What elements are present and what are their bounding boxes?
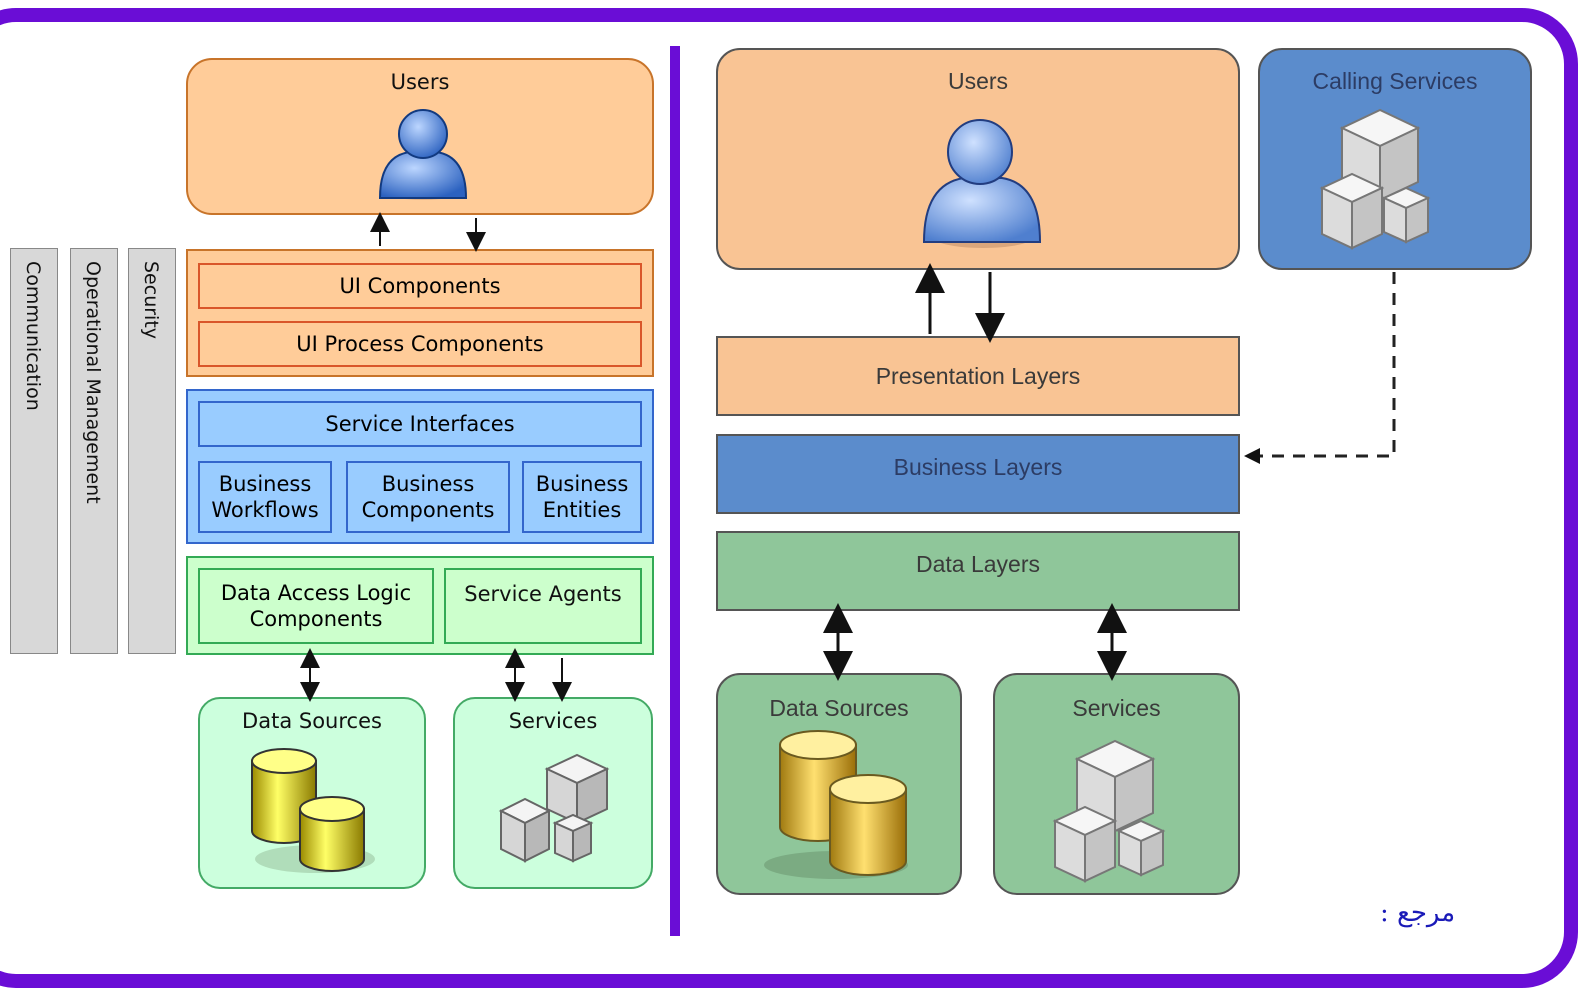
business-workflows-label: Business Workflows bbox=[211, 471, 319, 522]
ui-process-components-box: UI Process Components bbox=[198, 321, 642, 367]
data-layer: Data Access Logic Components Service Age… bbox=[186, 556, 654, 655]
business-workflows-box: Business Workflows bbox=[198, 461, 332, 533]
center-divider bbox=[670, 46, 680, 936]
side-bar-security: Security bbox=[128, 248, 176, 654]
data-layers-label: Data Layers bbox=[915, 551, 1040, 577]
users-box: Users bbox=[186, 58, 654, 215]
ui-layer: UI Components UI Process Components bbox=[186, 249, 654, 377]
reference-label: مرجع : bbox=[1380, 898, 1456, 928]
data-sources-label: Data Sources bbox=[242, 709, 382, 733]
right-services-box: Services bbox=[993, 673, 1240, 895]
right-data-sources-label: Data Sources bbox=[769, 695, 909, 721]
ui-components-label: UI Components bbox=[339, 273, 501, 298]
services-box: Services bbox=[453, 697, 653, 889]
cube-icon bbox=[498, 753, 610, 863]
side-bar-label: Security bbox=[140, 261, 162, 340]
user-icon bbox=[378, 109, 468, 200]
side-bar-operational-management: Operational Management bbox=[70, 248, 118, 654]
business-layer: Service Interfaces Business Workflows Bu… bbox=[186, 389, 654, 544]
service-agents-label: Service Agents bbox=[464, 582, 622, 606]
database-icon bbox=[764, 730, 908, 879]
database-icon bbox=[251, 748, 375, 873]
services-label: Services bbox=[508, 709, 598, 733]
right-users-box: Users bbox=[716, 48, 1240, 270]
presentation-layers-box: Presentation Layers bbox=[716, 336, 1240, 416]
right-data-sources-box: Data Sources bbox=[716, 673, 962, 895]
right-services-label: Services bbox=[1072, 695, 1161, 721]
side-bar-communication: Communication bbox=[10, 248, 58, 654]
data-layers-box: Data Layers bbox=[716, 531, 1240, 611]
business-entities-label: Business Entities bbox=[535, 471, 629, 522]
service-interfaces-box: Service Interfaces bbox=[198, 401, 642, 447]
business-components-box: Business Components bbox=[346, 461, 510, 533]
calling-services-label: Calling Services bbox=[1312, 68, 1478, 94]
side-bar-label: Operational Management bbox=[82, 261, 104, 504]
right-users-label: Users bbox=[947, 68, 1009, 94]
presentation-layers-label: Presentation Layers bbox=[875, 362, 1081, 389]
business-components-label: Business Components bbox=[361, 471, 495, 522]
cube-icon bbox=[1052, 739, 1166, 883]
ui-process-components-label: UI Process Components bbox=[296, 331, 544, 356]
user-icon bbox=[922, 119, 1042, 248]
data-sources-box: Data Sources bbox=[198, 697, 426, 889]
business-entities-box: Business Entities bbox=[522, 461, 642, 533]
data-access-logic-box: Data Access Logic Components bbox=[198, 568, 434, 644]
business-layers-box: Business Layers bbox=[716, 434, 1240, 514]
service-agents-box: Service Agents bbox=[444, 568, 642, 644]
cube-icon bbox=[1319, 108, 1431, 250]
ui-components-box: UI Components bbox=[198, 263, 642, 309]
data-access-logic-label: Data Access Logic Components bbox=[220, 580, 412, 631]
users-label: Users bbox=[390, 70, 450, 94]
side-bar-label: Communication bbox=[22, 261, 44, 411]
business-layers-label: Business Layers bbox=[893, 454, 1063, 480]
service-interfaces-label: Service Interfaces bbox=[325, 411, 515, 436]
calling-services-box: Calling Services bbox=[1258, 48, 1532, 270]
